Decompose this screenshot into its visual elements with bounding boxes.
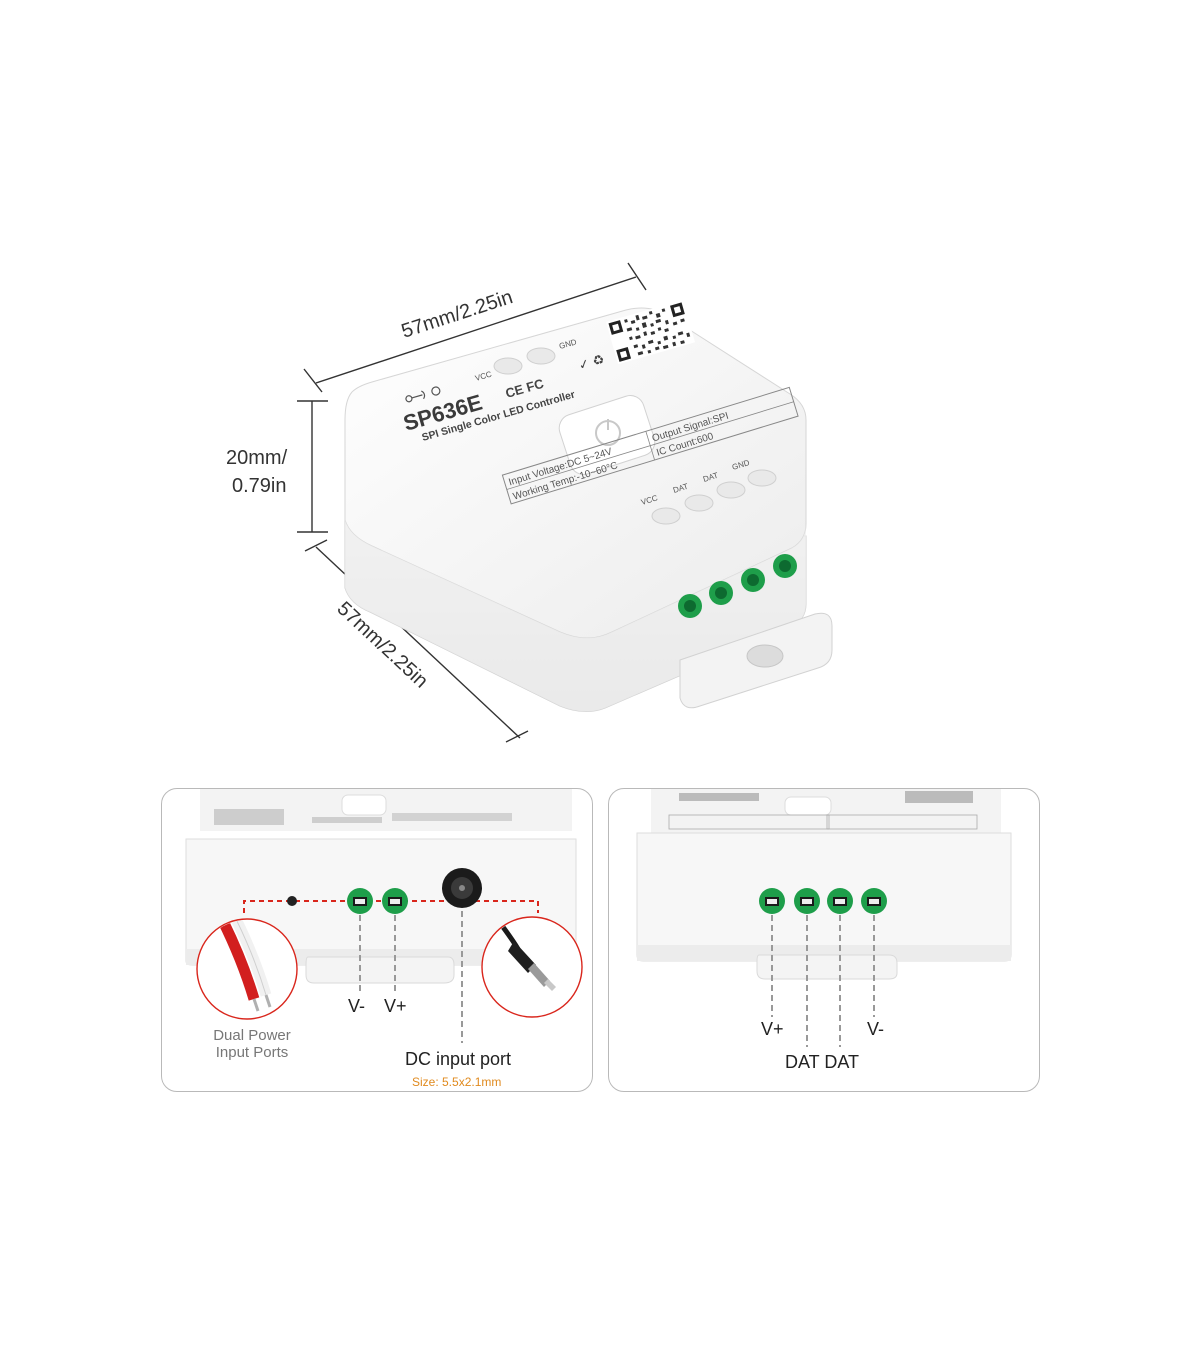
right-v-minus-label: V- [867,1019,885,1039]
power-button-icon [558,395,656,475]
terminal-label-dat2: DAT [702,471,719,484]
dc-jack-icon [442,868,482,908]
wire-circle-icon [196,918,298,1020]
dim-width-top: 57mm/2.25in [399,286,516,343]
dual-power-line2: Input Ports [215,1044,289,1061]
dc-input-label: DC input port [405,1049,512,1069]
left-detail-card: V- V+ Dual Power Input Ports DC input po… [161,788,593,1092]
device-illustration: SP636E CE FC ✓ ♻ SPI Single Color LED Co… [226,262,833,743]
left-v-plus-label: V+ [384,996,407,1016]
dim-height-line1: 20mm/ [226,447,288,469]
side-terminals [678,554,797,618]
right-terminals [759,888,887,914]
left-device-view [185,789,583,1043]
dat-label: DAT DAT [785,1052,860,1072]
right-detail-card: V+ V- DAT DAT [608,788,1040,1092]
terminal-label-dat1: DAT [672,482,689,495]
right-device-view [636,789,1012,1047]
dc-polarity-icon [405,386,441,403]
dual-power-label: Dual Power Input Ports [192,1027,312,1061]
dc-plug-circle-icon [481,916,583,1018]
recycle-icon: ✓ ♻ [577,351,606,373]
dual-power-line1: Dual Power [213,1027,291,1044]
right-v-plus-label: V+ [761,1019,784,1039]
dc-size-label: Size: 5.5x2.1mm [412,1075,502,1089]
top-dimples [493,347,777,525]
left-v-minus-label: V- [348,996,366,1016]
left-terminals [347,888,408,914]
dim-height-line2: 0.79in [232,475,287,497]
qr-code-icon [606,299,696,365]
